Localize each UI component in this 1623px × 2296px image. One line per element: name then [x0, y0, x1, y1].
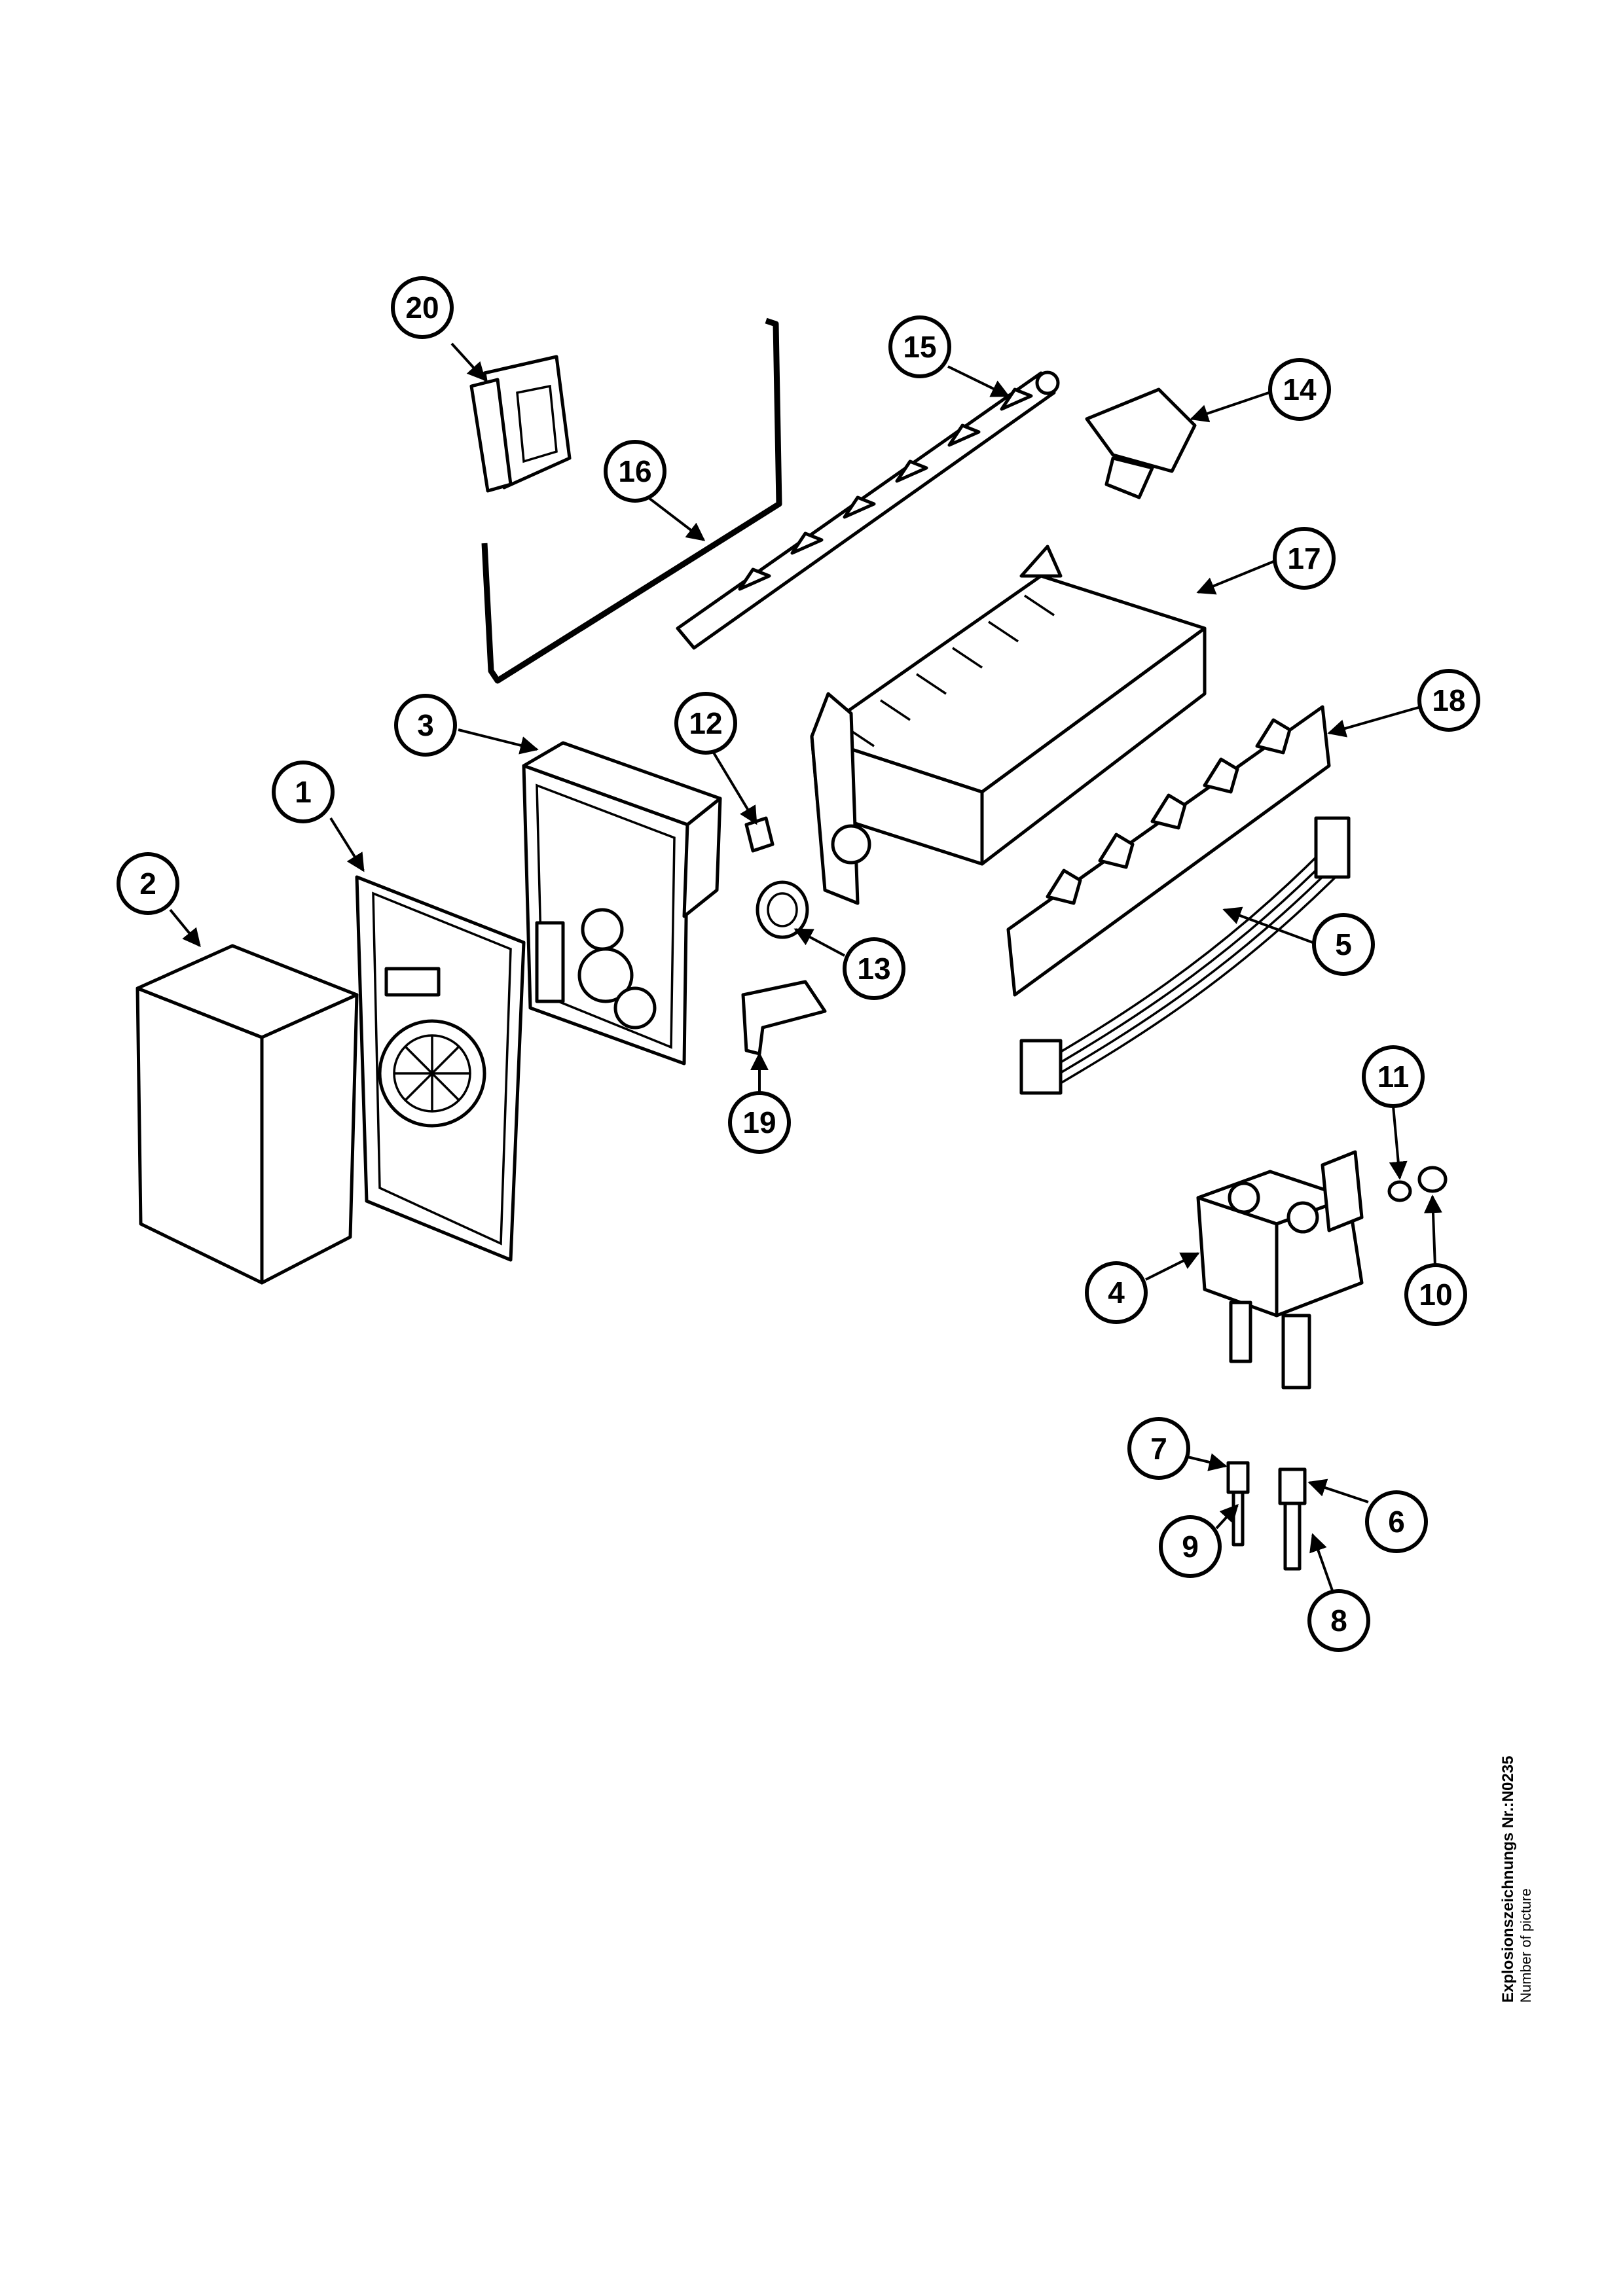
part-4-water-valve: [1196, 1150, 1364, 1390]
callout-11: 11: [1362, 1045, 1425, 1108]
callout-5: 5: [1312, 913, 1375, 976]
svg-text:19: 19: [742, 1105, 776, 1139]
part-3-housing: [522, 741, 722, 1066]
part-11-nut: [1387, 1180, 1412, 1202]
part-17-mold: [810, 545, 1207, 905]
callout-10: 10: [1404, 1263, 1467, 1326]
caption-block: Explosionszeichnungs Nr.:N0235 Number of…: [1499, 1755, 1571, 2003]
callout-14: 14: [1268, 358, 1331, 421]
callout-16: 16: [604, 440, 666, 503]
svg-text:10: 10: [1419, 1278, 1452, 1312]
svg-text:8: 8: [1330, 1604, 1347, 1638]
part-1-gear-plate: [355, 875, 526, 1262]
svg-text:9: 9: [1182, 1530, 1199, 1564]
part-14-lever: [1085, 387, 1197, 499]
svg-text:11: 11: [1377, 1060, 1410, 1094]
svg-text:7: 7: [1150, 1431, 1167, 1465]
callout-20: 20: [391, 276, 454, 339]
svg-text:2: 2: [139, 867, 156, 901]
callout-18: 18: [1417, 669, 1480, 732]
svg-text:1: 1: [295, 775, 312, 809]
part-6-nut: [1278, 1467, 1307, 1505]
callout-8: 8: [1307, 1589, 1370, 1652]
part-16-shutoff-arm: [481, 317, 782, 684]
svg-text:3: 3: [417, 708, 434, 742]
callout-7: 7: [1127, 1417, 1190, 1480]
part-15-ejector: [676, 370, 1060, 650]
part-9-tube: [1231, 1490, 1245, 1547]
callout-4: 4: [1085, 1261, 1148, 1324]
part-18-stripper: [1006, 705, 1331, 997]
callout-2: 2: [117, 852, 179, 915]
callout-1: 1: [272, 761, 335, 823]
svg-text:12: 12: [689, 706, 722, 740]
part-8-tube: [1283, 1501, 1302, 1571]
callout-6: 6: [1365, 1490, 1428, 1553]
callout-17: 17: [1273, 527, 1336, 590]
caption-subtitle: Number of picture: [1518, 1888, 1534, 2003]
leader-lines: [169, 342, 1442, 1591]
part-12-clip: [744, 816, 775, 853]
svg-text:17: 17: [1287, 541, 1321, 575]
callout-13: 13: [843, 937, 905, 1000]
svg-text:16: 16: [618, 454, 651, 488]
svg-text:4: 4: [1108, 1276, 1125, 1310]
callout-9: 9: [1159, 1515, 1222, 1578]
callout-12: 12: [674, 692, 737, 755]
callout-3: 3: [394, 694, 457, 757]
svg-text:6: 6: [1388, 1505, 1405, 1539]
part-20-switch: [469, 355, 572, 493]
svg-text:14: 14: [1283, 372, 1317, 406]
part-5-wiring-harness: [1019, 816, 1351, 1095]
part-13-thermostat: [756, 880, 809, 939]
svg-text:13: 13: [857, 952, 890, 986]
part-19-bracket: [741, 980, 827, 1056]
part-7-nut: [1226, 1461, 1250, 1494]
svg-text:20: 20: [405, 291, 439, 325]
svg-text:18: 18: [1432, 683, 1465, 717]
svg-text:5: 5: [1335, 927, 1352, 961]
drawing-number: Explosionszeichnungs Nr.:N0235: [1499, 1755, 1517, 2003]
svg-text:15: 15: [903, 330, 936, 364]
part-2-cover: [136, 944, 359, 1285]
callout-19: 19: [728, 1091, 791, 1154]
callout-15: 15: [888, 315, 951, 378]
part-10-nut: [1417, 1166, 1448, 1193]
